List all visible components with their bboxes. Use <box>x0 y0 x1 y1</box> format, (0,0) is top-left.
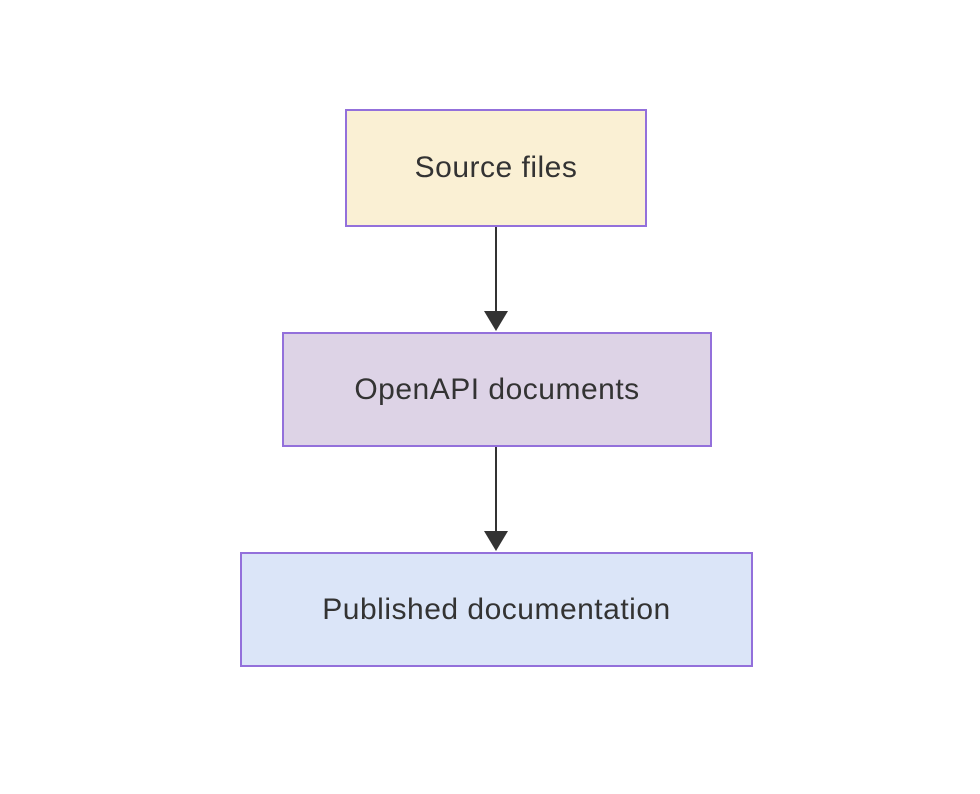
edge-source-to-openapi-arrowhead-icon <box>484 311 508 331</box>
edge-openapi-to-published-arrowhead-icon <box>484 531 508 551</box>
edge-openapi-to-published-line <box>495 447 497 531</box>
node-published-documentation: Published documentation <box>240 552 753 667</box>
edge-source-to-openapi-line <box>495 227 497 311</box>
node-source-files-label: Source files <box>414 151 578 184</box>
node-openapi-documents-label: OpenAPI documents <box>354 372 640 406</box>
node-source-files: Source files <box>345 109 647 227</box>
node-openapi-documents: OpenAPI documents <box>282 332 712 447</box>
node-published-documentation-label: Published documentation <box>322 592 671 626</box>
